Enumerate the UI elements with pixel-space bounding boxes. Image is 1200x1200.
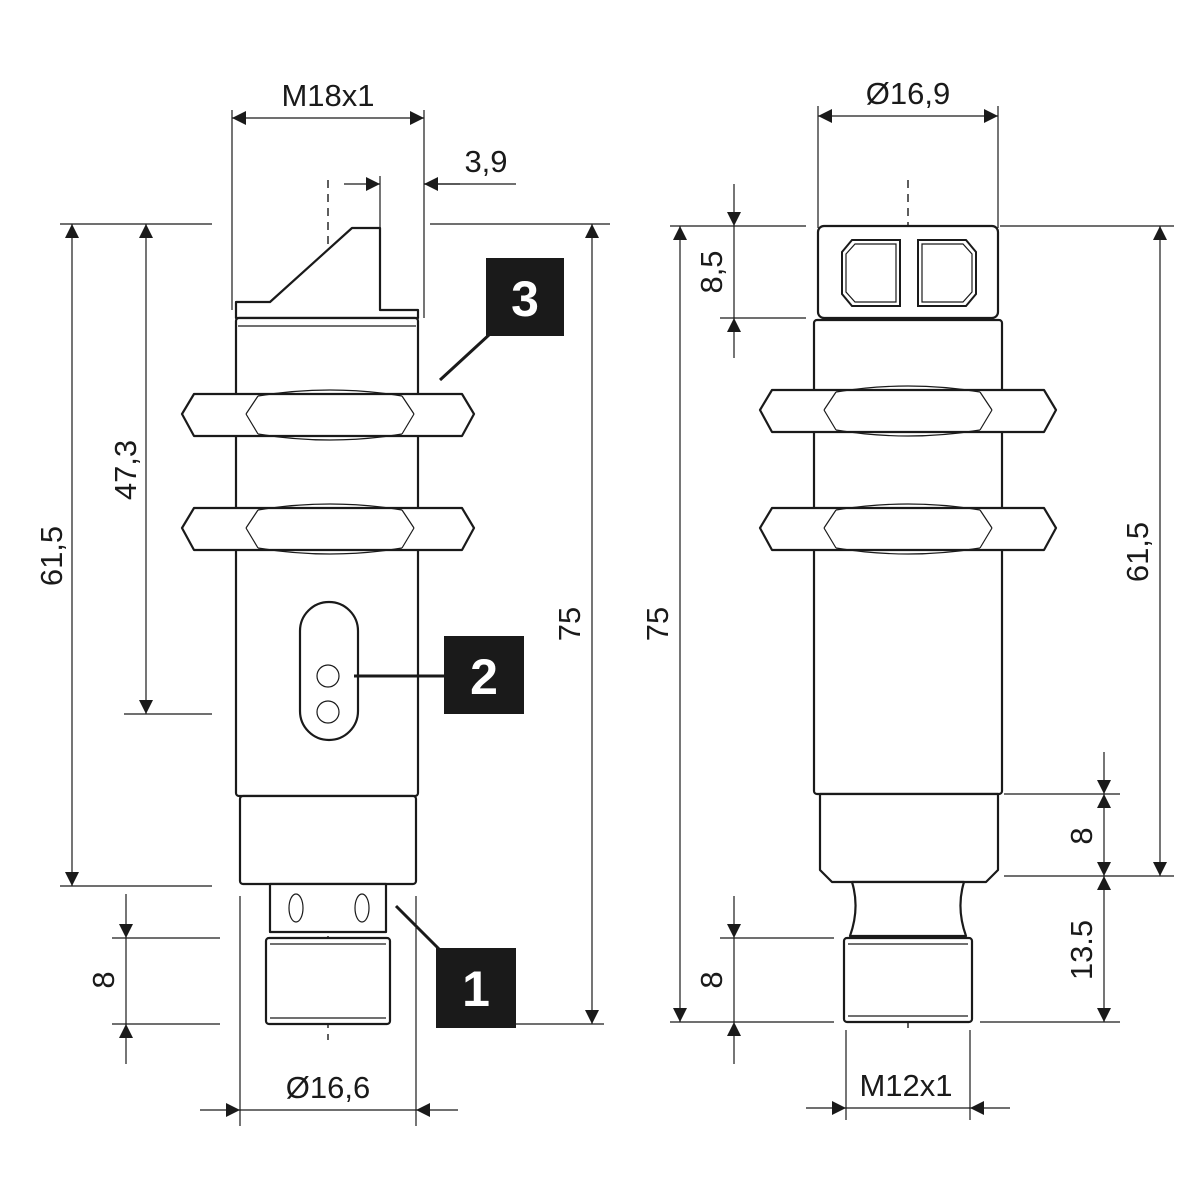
dim-length-left: 75 [552, 607, 587, 641]
right-extension-lines [670, 106, 1174, 1120]
dim-connector-right: 8 [694, 971, 729, 988]
right-head [816, 224, 1000, 320]
right-lower-nut [758, 503, 1058, 555]
dim-height-outer: 61,5 [34, 526, 69, 586]
dim-offset: 3,9 [464, 144, 507, 179]
dim-height-inner: 47,3 [108, 440, 143, 500]
callout-3-label: 3 [511, 271, 539, 327]
left-lens-cap [234, 226, 420, 320]
left-extension-lines [60, 110, 610, 1126]
right-neck [848, 880, 968, 938]
dim-length-right: 75 [640, 607, 675, 641]
dim-diameter-top: Ø16,9 [866, 76, 950, 111]
callout-3: 3 [438, 258, 564, 382]
led-indicator-upper [316, 664, 340, 688]
right-step [818, 792, 1000, 884]
callout-1-label: 1 [462, 961, 490, 1017]
left-upper-nut [180, 389, 476, 441]
dim-step-length: 8 [1064, 827, 1099, 844]
left-dimension-lines [65, 111, 599, 1117]
callout-2-label: 2 [470, 649, 498, 705]
callout-1: 1 [394, 904, 516, 1028]
led-indicator-lower [316, 700, 340, 724]
right-dimension-lines [673, 109, 1167, 1115]
right-connector [842, 936, 974, 1024]
left-step [238, 794, 418, 886]
dim-head-height: 8,5 [694, 250, 729, 293]
dim-thread-m12: M12x1 [859, 1068, 952, 1103]
right-upper-nut [758, 385, 1058, 437]
left-sensor-view [180, 180, 476, 1040]
dim-diameter-bottom: Ø16,6 [286, 1070, 370, 1105]
left-connector [264, 936, 392, 1026]
dim-thread-m18: M18x1 [281, 78, 374, 113]
dim-connector-left: 8 [86, 971, 121, 988]
dim-connector-offset: 13.5 [1064, 920, 1099, 980]
right-sensor-view [758, 180, 1058, 1030]
led-window [298, 600, 360, 742]
callout-2: 2 [354, 636, 524, 714]
dim-height-body: 61,5 [1120, 522, 1155, 582]
left-lower-nut [180, 503, 476, 555]
